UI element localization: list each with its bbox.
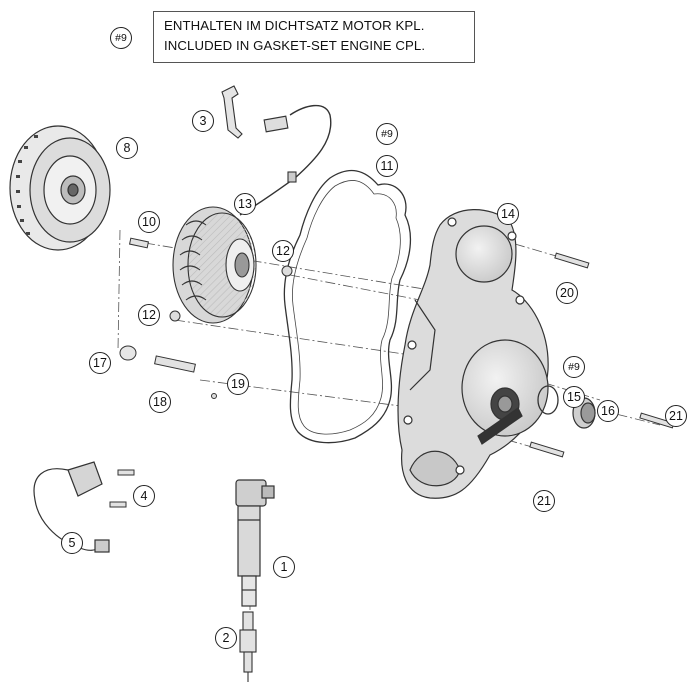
bracket — [221, 85, 243, 139]
stator — [172, 104, 332, 324]
gasket-inner-edge — [291, 180, 401, 435]
callout-17: 17 — [89, 352, 111, 374]
seal-ring — [537, 385, 559, 415]
dowel-pin-lower — [169, 310, 181, 322]
callout-15: 15 — [563, 386, 585, 408]
callout-2: 2 — [215, 627, 237, 649]
legend-line-german: ENTHALTEN IM DICHTSATZ MOTOR KPL. — [164, 18, 425, 33]
callout-20: 20 — [556, 282, 578, 304]
callout-3: 3 — [192, 110, 214, 132]
callout-4: 4 — [133, 485, 155, 507]
callout-1: 1 — [273, 556, 295, 578]
washer — [119, 345, 137, 361]
small-screw — [211, 393, 217, 399]
callout-9-lower: #9 — [563, 356, 585, 378]
flywheel-rotor — [9, 125, 111, 251]
callout-12-upper: 12 — [272, 240, 294, 262]
callout-8: 8 — [116, 137, 138, 159]
cover-gasket — [283, 169, 412, 444]
callout-21-right: 21 — [665, 405, 687, 427]
spark-plug — [239, 611, 257, 682]
callout-12-lower: 12 — [138, 304, 160, 326]
callout-13: 13 — [234, 193, 256, 215]
callout-9-upper: #9 — [376, 123, 398, 145]
callout-19: 19 — [227, 373, 249, 395]
dowel-pin — [281, 265, 293, 277]
legend-box: ENTHALTEN IM DICHTSATZ MOTOR KPL. INCLUD… — [153, 11, 475, 63]
bolts — [109, 237, 675, 508]
callout-21-bottom: 21 — [533, 490, 555, 512]
cover-cap — [572, 397, 596, 429]
callout-11: 11 — [376, 155, 398, 177]
callout-10: 10 — [138, 211, 160, 233]
ignition-cover — [397, 209, 549, 499]
callout-16: 16 — [597, 400, 619, 422]
callout-14: 14 — [497, 203, 519, 225]
pickup-sensor — [33, 461, 110, 553]
ignition-coil — [235, 479, 275, 607]
callout-legend-marker: #9 — [110, 27, 132, 49]
callout-5: 5 — [61, 532, 83, 554]
callout-18: 18 — [149, 391, 171, 413]
legend-line-english: INCLUDED IN GASKET-SET ENGINE CPL. — [164, 38, 426, 53]
